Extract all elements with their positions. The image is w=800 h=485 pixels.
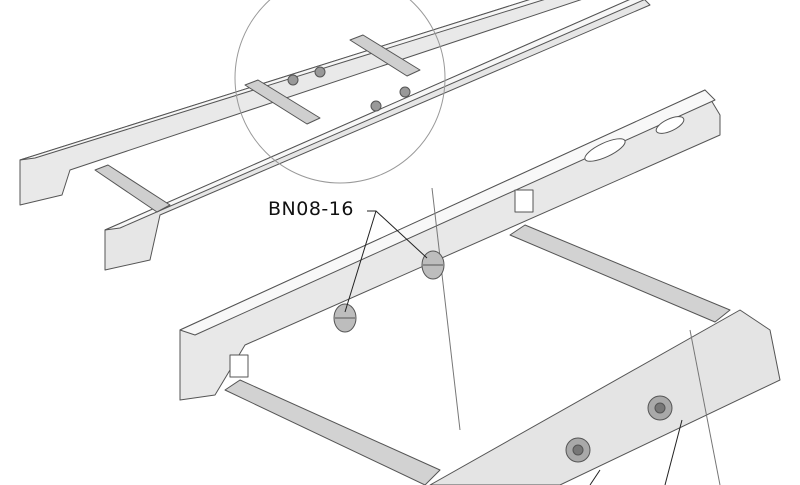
rung	[509, 224, 731, 323]
front-rail	[104, 0, 651, 271]
bolt-callout-label: BN08-16	[268, 198, 354, 220]
slot	[514, 189, 534, 213]
bolt	[399, 86, 411, 98]
rung	[349, 34, 421, 77]
bolt-bn08-16	[421, 250, 445, 280]
nut	[647, 395, 673, 421]
front-rail-top	[104, 0, 645, 231]
back-rail	[19, 0, 582, 206]
slot	[584, 138, 626, 162]
nut	[565, 437, 591, 463]
small-ladder	[19, 0, 651, 271]
bolt-bn08-16	[333, 303, 357, 333]
rung	[94, 164, 171, 213]
callout-leaders	[344, 210, 683, 485]
slot	[229, 354, 249, 378]
bolt	[314, 66, 326, 78]
bolt	[287, 74, 299, 86]
large-ladder-detail	[179, 89, 781, 485]
slot	[655, 116, 685, 134]
second-rail	[429, 309, 781, 485]
main-rail	[179, 89, 721, 401]
main-rail-top	[179, 89, 716, 336]
rung	[224, 379, 441, 485]
rung	[244, 79, 321, 125]
detail-circle	[234, 0, 446, 184]
bolt	[370, 100, 382, 112]
